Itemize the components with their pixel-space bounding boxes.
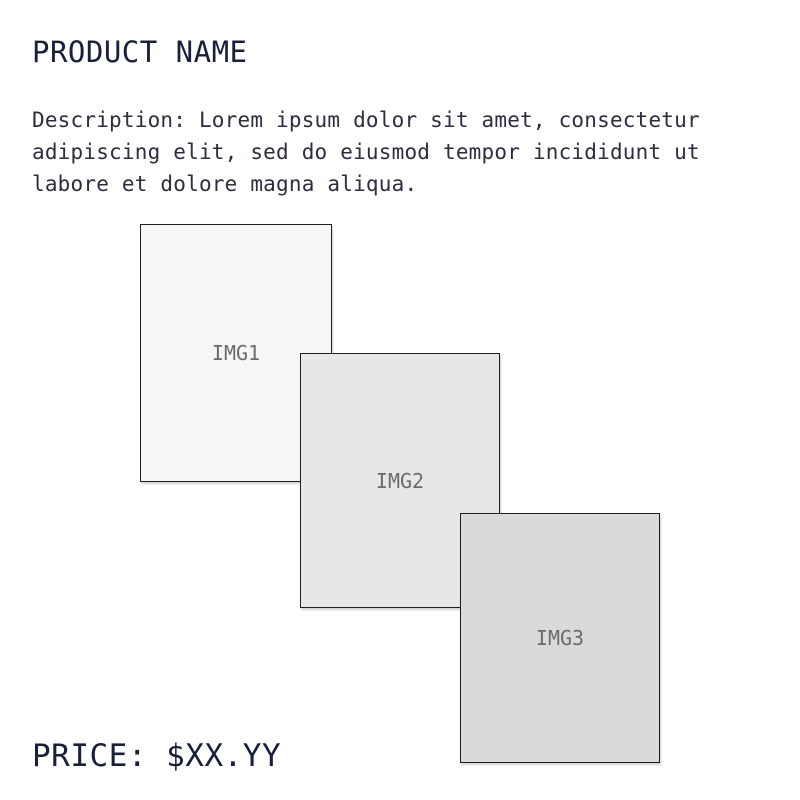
product-title: PRODUCT NAME [32, 35, 248, 69]
product-price: PRICE: $XX.YY [32, 738, 282, 774]
image-label: IMG3 [535, 626, 585, 650]
product-image-3[interactable]: IMG3 [460, 513, 660, 763]
image-label: IMG1 [211, 341, 261, 365]
product-description: Description: Lorem ipsum dolor sit amet,… [32, 108, 700, 196]
image-label: IMG2 [375, 468, 425, 493]
